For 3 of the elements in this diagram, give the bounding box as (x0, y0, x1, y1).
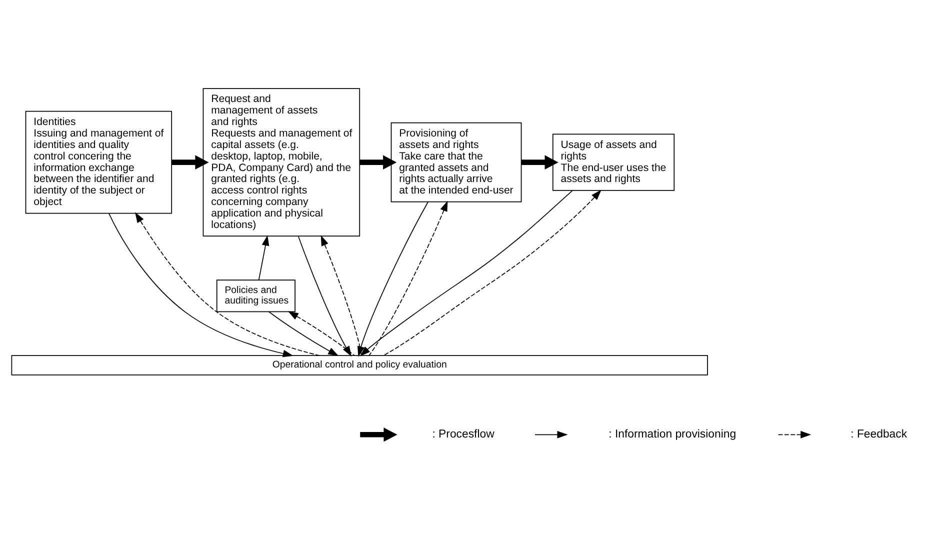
legend-label: : Information provisioning (608, 428, 736, 441)
legend-label: : Feedback (850, 428, 908, 441)
legend-label: : Procesflow (432, 428, 494, 441)
